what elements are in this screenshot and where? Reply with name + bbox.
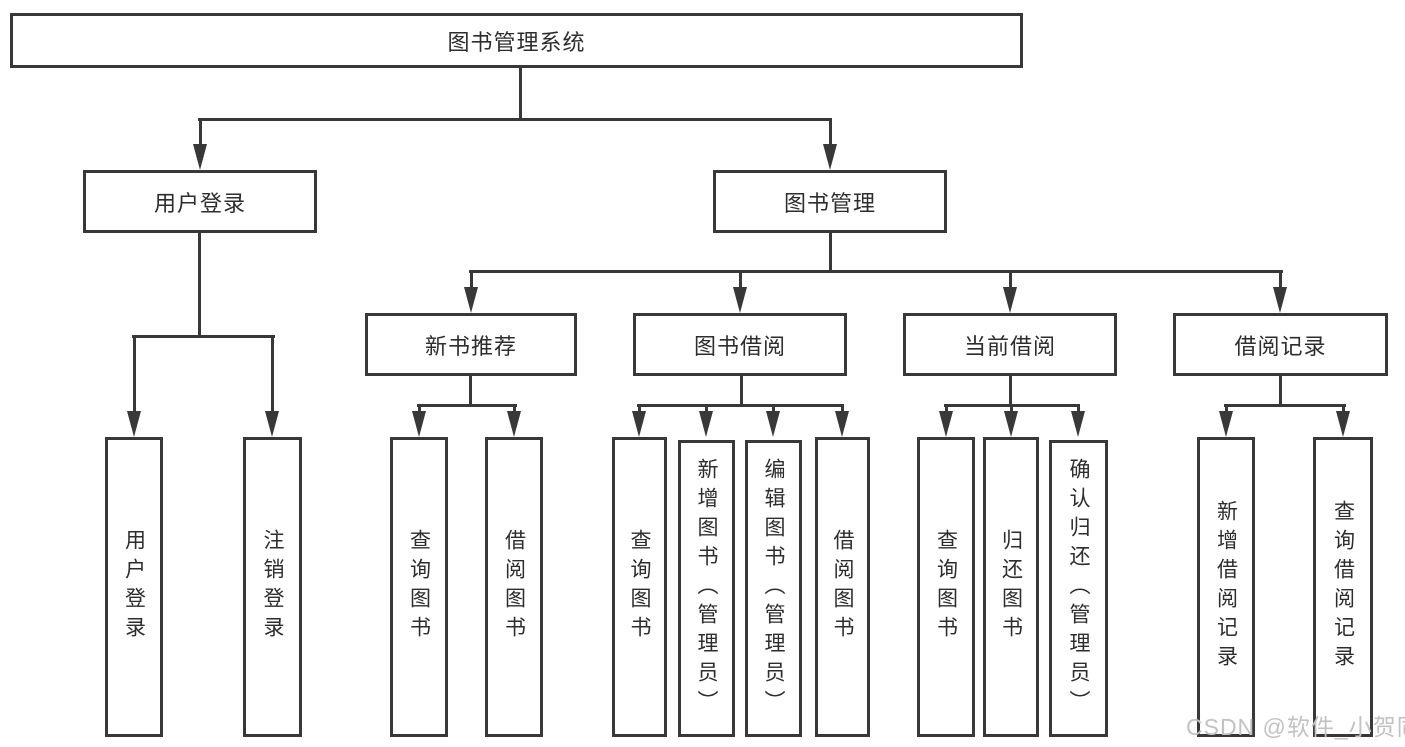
node-current-borrow-label: 当前借阅: [963, 333, 1056, 359]
node-book-borrow: 图书借阅: [633, 313, 847, 376]
arrow-down-icon: [822, 118, 838, 170]
leaf-borrow-books-2: 借阅图书: [815, 437, 870, 737]
leaf-return-books: 归还图书: [983, 437, 1039, 737]
connector-hline: [132, 335, 275, 338]
leaf-confirm-return-admin-label: 确认归还（管理员）: [1067, 458, 1090, 719]
node-current-borrow: 当前借阅: [903, 313, 1117, 376]
arrow-down-icon: [264, 335, 280, 437]
arrow-down-icon: [1003, 404, 1019, 437]
node-book-management: 图书管理: [713, 170, 947, 233]
leaf-borrow-books-2-label: 借阅图书: [831, 529, 854, 645]
arrow-down-icon: [698, 404, 714, 437]
arrow-down-icon: [1218, 404, 1234, 437]
leaf-add-books-admin: 新增图书（管理员）: [678, 440, 735, 737]
node-borrow-records-label: 借阅记录: [1234, 333, 1327, 359]
leaf-edit-books-admin-label: 编辑图书（管理员）: [762, 458, 785, 719]
arrow-down-icon: [1070, 404, 1086, 437]
leaf-add-books-admin-label: 新增图书（管理员）: [695, 458, 718, 719]
arrow-down-icon: [463, 270, 479, 313]
node-book-management-label: 图书管理: [783, 190, 876, 216]
node-root-label: 图书管理系统: [447, 29, 586, 55]
arrow-down-icon: [506, 404, 522, 437]
node-root: 图书管理系统: [10, 13, 1023, 68]
arrow-down-icon: [126, 335, 142, 437]
arrow-down-icon: [192, 118, 208, 170]
leaf-logout: 注销登录: [243, 437, 302, 737]
node-book-borrow-label: 图书借阅: [693, 333, 786, 359]
connector-hline: [1224, 404, 1346, 407]
leaf-user-login: 用户登录: [105, 437, 163, 737]
arrow-down-icon: [765, 404, 781, 437]
leaf-confirm-return-admin: 确认归还（管理员）: [1049, 440, 1108, 737]
arrow-down-icon: [938, 404, 954, 437]
arrow-down-icon: [1335, 404, 1351, 437]
node-user-login: 用户登录: [83, 170, 317, 233]
connector-vline: [469, 376, 472, 406]
leaf-query-books-2: 查询图书: [612, 437, 667, 737]
connector-hline: [469, 270, 1283, 273]
leaf-query-books-2-label: 查询图书: [628, 529, 651, 645]
leaf-query-books-1: 查询图书: [390, 437, 448, 737]
connector-hline: [198, 118, 832, 121]
connector-vline: [1279, 376, 1282, 406]
leaf-borrow-books-1-label: 借阅图书: [502, 529, 526, 645]
arrow-down-icon: [411, 404, 427, 437]
node-new-book-recommend-label: 新书推荐: [424, 333, 517, 359]
leaf-query-books-1-label: 查询图书: [407, 529, 431, 645]
leaf-add-borrow-record-label: 新增借阅记录: [1214, 500, 1238, 674]
connector-hline: [637, 404, 844, 407]
leaf-borrow-books-1: 借阅图书: [485, 437, 543, 737]
leaf-query-borrow-record: 查询借阅记录: [1313, 437, 1373, 737]
arrow-down-icon: [732, 270, 748, 313]
connector-vline: [198, 233, 201, 337]
connector-vline: [829, 233, 832, 273]
connector-vline: [740, 376, 743, 406]
leaf-add-borrow-record: 新增借阅记录: [1197, 437, 1255, 737]
leaf-query-borrow-record-label: 查询借阅记录: [1331, 500, 1355, 674]
arrow-down-icon: [1272, 270, 1288, 313]
leaf-query-books-3: 查询图书: [917, 437, 975, 737]
arrow-down-icon: [1002, 270, 1018, 313]
arrow-down-icon: [834, 404, 850, 437]
leaf-user-login-label: 用户登录: [122, 529, 146, 645]
node-borrow-records: 借阅记录: [1173, 313, 1388, 376]
watermark: CSDN @软件_小贺同学: [1186, 714, 1405, 740]
leaf-logout-label: 注销登录: [261, 529, 284, 645]
connector-vline: [1009, 376, 1012, 406]
node-user-login-label: 用户登录: [153, 190, 246, 216]
arrow-down-icon: [631, 404, 647, 437]
leaf-edit-books-admin: 编辑图书（管理员）: [745, 440, 802, 737]
connector-hline: [417, 404, 517, 407]
connector-vline: [519, 68, 522, 120]
leaf-query-books-3-label: 查询图书: [934, 529, 958, 645]
node-new-book-recommend: 新书推荐: [365, 313, 577, 376]
leaf-return-books-label: 归还图书: [999, 529, 1023, 645]
